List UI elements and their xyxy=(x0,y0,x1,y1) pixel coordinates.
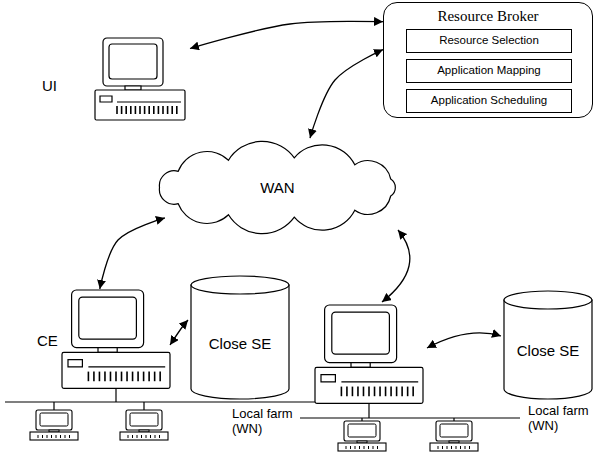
ui-workstation: UI xyxy=(40,35,190,125)
storage-cylinder: Close SE xyxy=(190,275,290,400)
broker-function-box: Application Scheduling xyxy=(406,89,572,113)
function-label: Application Mapping xyxy=(437,64,541,77)
node-label: UI xyxy=(42,77,57,94)
computer-icon xyxy=(40,35,190,125)
node-label: Close SE xyxy=(517,342,580,359)
lan-drop xyxy=(115,388,116,402)
function-label: Resource Selection xyxy=(439,34,539,47)
wan-cloud: WAN xyxy=(135,140,420,235)
function-label: Application Scheduling xyxy=(431,94,547,107)
broker-title: Resource Broker xyxy=(384,8,592,25)
lan-line xyxy=(300,417,520,418)
link-arrow xyxy=(100,218,165,289)
worker-node-icon xyxy=(120,410,168,440)
link-arrow xyxy=(170,320,188,345)
broker-function-box: Application Mapping xyxy=(406,59,572,83)
ce-computer-icon xyxy=(315,305,423,403)
lan-drop xyxy=(368,403,369,418)
node-label: CE xyxy=(37,332,58,349)
broker-function-box: Resource Selection xyxy=(406,29,572,53)
computer-icon xyxy=(95,38,185,120)
storage-link-arrow xyxy=(427,333,501,348)
resource-broker: Resource BrokerResource SelectionApplica… xyxy=(383,2,593,118)
farm-label: Local farm (WN) xyxy=(528,404,594,434)
ce-computer: CE xyxy=(35,288,170,388)
worker-node-icon xyxy=(30,410,78,440)
farm-label: Local farm (WN) xyxy=(232,407,307,437)
link-arrow xyxy=(310,50,383,139)
worker-node-icon xyxy=(430,421,478,451)
link-arrow xyxy=(190,21,383,48)
computer-icon xyxy=(62,290,170,388)
worker-node-icon xyxy=(338,421,386,451)
node-label: WAN xyxy=(260,179,294,196)
wan-link-arrow xyxy=(382,230,410,302)
storage-cylinder: Close SE xyxy=(503,290,593,400)
node-label: Close SE xyxy=(209,335,272,352)
